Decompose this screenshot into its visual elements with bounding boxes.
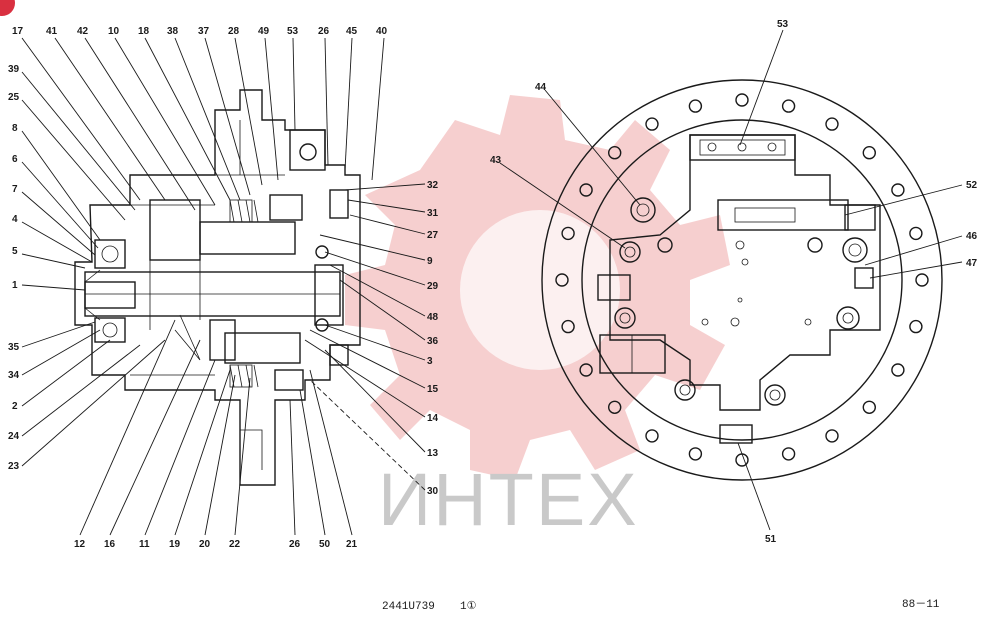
left-leader-lines [21,37,426,536]
bolt-hole [915,273,929,287]
label-39: 39 [8,64,20,75]
label-41: 41 [46,26,58,37]
bolt-hole [688,447,703,461]
bolt-hole [645,429,659,443]
bolt-hole [862,145,876,160]
label-28: 28 [228,26,240,37]
label-29: 29 [427,281,439,292]
bolt-hole [688,99,703,113]
right-view-labels: 53 44 43 52 46 47 51 [490,19,978,545]
label-23: 23 [8,461,20,472]
sheet-number: 1① [460,600,477,613]
label-4: 4 [12,214,18,225]
label-5: 5 [12,246,18,257]
bolt-hole [608,145,622,160]
label-53: 53 [287,26,299,37]
label-45: 45 [346,26,358,37]
label-38: 38 [167,26,179,37]
label-r47: 47 [966,258,978,269]
label-r43: 43 [490,155,502,166]
watermark-logo [345,95,730,480]
page-number: 88－11 [902,599,940,611]
bolt-hole [781,447,796,461]
footer: 2441U739 1① 88－11 [382,599,940,613]
label-21: 21 [346,539,358,550]
label-14: 14 [427,413,439,424]
label-37: 37 [198,26,210,37]
left-view-labels: 17 41 42 10 18 38 37 28 49 53 26 45 40 3… [8,26,439,550]
label-7: 7 [12,184,18,195]
label-24: 24 [8,431,20,442]
label-22: 22 [229,539,241,550]
doc-code: 2441U739 [382,601,435,613]
label-42: 42 [77,26,89,37]
bolt-hole [579,183,593,197]
bolt-hole [909,319,923,334]
label-48: 48 [427,312,439,323]
label-49: 49 [258,26,270,37]
label-13: 13 [427,448,439,459]
label-r46: 46 [966,231,978,242]
corner-badge [0,0,15,16]
label-11: 11 [139,539,150,550]
bolt-hole [555,273,569,287]
label-6: 6 [12,154,18,165]
label-35: 35 [8,342,20,353]
bolt-hole-ring [555,93,929,467]
label-25: 25 [8,92,20,103]
label-2: 2 [12,401,18,412]
bolt-hole [561,319,575,334]
bolt-hole [645,117,659,131]
label-18: 18 [138,26,150,37]
label-32: 32 [427,180,439,191]
label-9: 9 [427,256,433,267]
port-holes [614,197,868,406]
bolt-hole [735,93,749,107]
label-8: 8 [12,123,18,134]
label-3: 3 [427,356,433,367]
label-r53: 53 [777,19,789,30]
bolt-hole [891,183,905,197]
bolt-hole [579,363,593,377]
label-27: 27 [427,230,439,241]
label-31: 31 [427,208,439,219]
bolt-hole [781,99,796,113]
label-34: 34 [8,370,20,381]
label-20: 20 [199,539,211,550]
bolt-hole [608,400,622,414]
cross-section-drawing [74,89,361,486]
label-10: 10 [108,26,120,37]
label-36: 36 [427,336,439,347]
label-50: 50 [319,539,331,550]
bolt-hole [825,429,839,443]
label-40: 40 [376,26,388,37]
label-16: 16 [104,539,116,550]
label-19: 19 [169,539,181,550]
label-15: 15 [427,384,439,395]
label-1: 1 [12,280,18,291]
watermark-text: ИНТЕХ [378,458,639,541]
flange-face-drawing [541,79,943,481]
label-17: 17 [12,26,24,37]
bolt-hole [909,226,923,241]
label-r52: 52 [966,180,978,191]
label-r44: 44 [535,82,547,93]
label-12: 12 [74,539,86,550]
bolt-hole [825,117,839,131]
bolt-hole [891,363,905,377]
label-30: 30 [427,486,439,497]
label-r51: 51 [765,534,777,545]
bolt-hole [561,226,575,241]
label-26b: 26 [289,539,301,550]
bolt-hole [862,400,876,414]
right-leader-lines [499,29,963,531]
label-26: 26 [318,26,330,37]
